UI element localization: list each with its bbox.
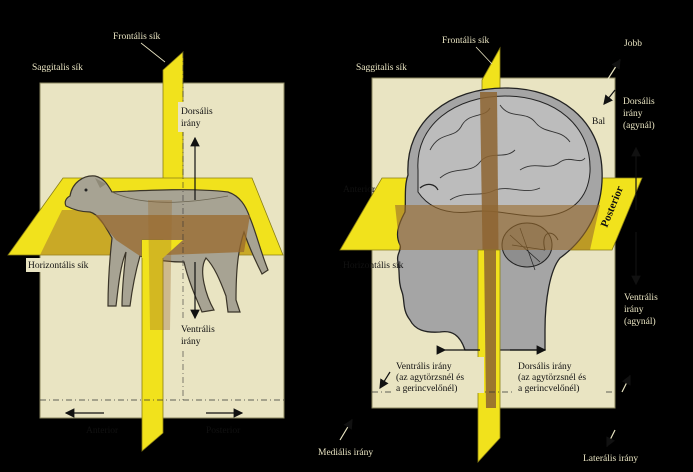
right-ventral-box-3: a gerincvelőnél) <box>396 383 457 394</box>
left-frontal-label: Frontális sík <box>113 32 160 42</box>
left-ventral-label-bg <box>178 320 226 348</box>
right-frontal-leader <box>475 46 493 65</box>
right-ventral-label-3: (agynál) <box>624 316 656 327</box>
brain <box>417 95 591 217</box>
dog-ear <box>95 178 106 188</box>
left-dorsal-label-bg <box>178 102 224 132</box>
brain-gyri <box>429 104 586 201</box>
right-anterior-label: Anterior <box>343 185 376 195</box>
right-frontal-label: Frontális sík <box>442 36 489 46</box>
right-horizontal-label: Horizontális sík <box>343 261 404 271</box>
left-frontal-overlap <box>148 200 172 330</box>
right-jobb-arrow <box>605 58 621 83</box>
right-ventral-box-2: (az agytörzsnél és <box>396 372 464 383</box>
left-posterior-label: Posterior <box>206 426 241 436</box>
right-dorsal-box-1: Dorsális irány <box>518 362 572 372</box>
right-ventral-label-1: Ventrális <box>624 293 658 303</box>
right-medialis-label: Mediális irány <box>318 448 373 458</box>
right-ventral-box-1: Ventrális irány <box>396 362 452 372</box>
right-brainstem-band-lower <box>484 250 496 408</box>
left-ventral-label-1: Ventrális <box>181 325 215 335</box>
right-lateralis-arrow <box>606 429 616 448</box>
left-dorsal-label-2: irány <box>181 119 201 129</box>
dog-body-line <box>111 191 229 203</box>
right-ventral-label-2: irány <box>624 305 644 315</box>
right-sagittal-label: Saggitalis sík <box>356 63 407 73</box>
head-eye <box>419 183 439 191</box>
right-panel: Posterior Frontális sík Saggitalis sík J… <box>318 36 658 464</box>
right-ventral-box <box>392 357 484 393</box>
left-panel: Frontális sík Saggitalis sík Dorsális ir… <box>7 32 285 452</box>
left-horizontal-label-bg <box>26 258 104 272</box>
right-bal-arrow <box>603 89 616 105</box>
right-dorsal-label-3: (agynál) <box>623 120 655 131</box>
right-dorsal-box-3: a gerincvelőnél) <box>518 383 579 394</box>
right-jobb-label: Jobb <box>624 39 642 49</box>
left-dorsal-label-1: Dorsális <box>181 107 213 117</box>
right-dorsal-label-2: irány <box>623 109 643 119</box>
right-dorsal-box <box>514 357 606 393</box>
left-dog-overlap <box>95 215 250 256</box>
left-anterior-label: Anterior <box>86 426 119 436</box>
right-lateralis-label: Laterális irány <box>583 454 638 464</box>
right-medialis-arrow <box>339 418 353 441</box>
left-sagittal-label: Saggitalis sík <box>32 63 83 73</box>
left-frontal-leader <box>140 42 166 63</box>
dog-eye <box>84 188 88 192</box>
right-ventral-box-arrow <box>379 371 391 390</box>
left-horizontal-label: Horizontális sík <box>28 261 89 271</box>
left-frontal-plane-joint <box>142 240 183 258</box>
left-ventral-label-2: irány <box>181 337 201 347</box>
right-bal-label: Bal <box>592 117 606 127</box>
right-dorsal-label-1: Dorsális <box>623 97 655 107</box>
right-up-arrow <box>621 374 631 393</box>
right-dorsal-box-2: (az agytörzsnél és <box>518 372 586 383</box>
